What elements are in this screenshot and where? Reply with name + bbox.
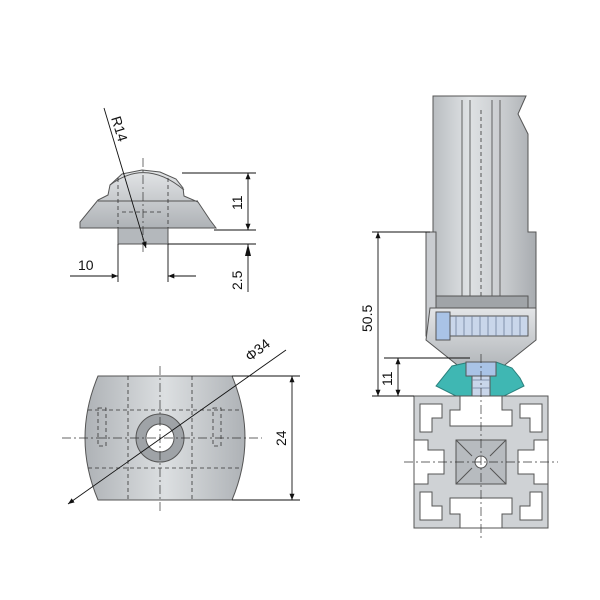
assembly-view: 50.5 11	[359, 95, 558, 540]
diameter-label: Φ34	[242, 335, 273, 364]
plan-view: Φ34 24	[62, 335, 300, 512]
side-view-body	[79, 169, 217, 229]
height-head-label: 11	[229, 195, 245, 210]
width-plan-label: 24	[273, 430, 289, 446]
height-base-arrow	[245, 244, 251, 256]
assembly-offset-label: 11	[379, 371, 395, 386]
width-base-label: 10	[78, 257, 94, 273]
plan-slot-right	[212, 407, 222, 447]
height-base-label: 2.5	[229, 270, 245, 290]
radius-label: R14	[108, 114, 131, 143]
side-view: R14 11 2.5 10	[70, 107, 256, 292]
assembly-height-label: 50.5	[359, 305, 375, 332]
profile-cap	[435, 295, 529, 309]
plan-slot-left	[97, 407, 107, 447]
side-view-top-arc	[109, 172, 185, 191]
radius-leader	[103, 107, 147, 249]
horizontal-bolt-head	[435, 311, 451, 341]
